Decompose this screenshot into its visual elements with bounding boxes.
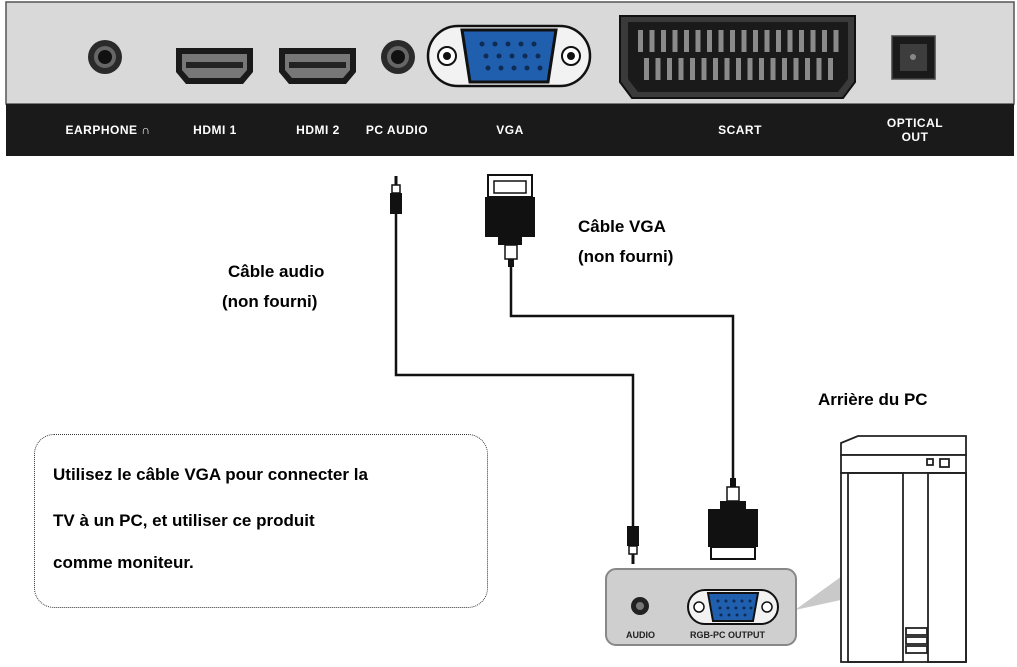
vga-cable <box>509 266 735 478</box>
audio-cable-caption-line2: (non fourni) <box>222 292 318 311</box>
optical-out-port-icon <box>891 35 936 80</box>
optical-out-label: OPTICAL OUT <box>870 116 960 144</box>
note-line-3: comme moniteur. <box>53 553 194 572</box>
note-line-1: Utilisez le câble VGA pour connecter la <box>53 465 368 484</box>
instruction-note: Utilisez le câble VGA pour connecter la … <box>34 434 488 608</box>
hdmi1-label: HDMI 1 <box>193 123 237 137</box>
earphone-label: EARPHONE ∩ <box>65 123 151 137</box>
note-line-2: TV à un PC, et utiliser ce produit <box>53 511 315 530</box>
optical-out-line2: OUT <box>901 130 929 144</box>
hdmi2-label: HDMI 2 <box>296 123 340 137</box>
scart-port-icon <box>619 15 856 99</box>
vga-plug-top-icon <box>485 174 535 267</box>
pc-back-panel <box>605 568 850 646</box>
vga-label: VGA <box>496 123 524 137</box>
vga-port-icon <box>426 24 592 88</box>
optical-out-line1: OPTICAL <box>886 116 944 130</box>
tv-label-bar <box>6 104 1014 156</box>
hdmi2-port-icon <box>279 48 356 84</box>
pc-tower-icon <box>840 435 967 663</box>
rgb-pc-output-port-icon <box>687 589 779 625</box>
pc-rgb-port-label: RGB-PC OUTPUT <box>690 630 765 640</box>
hdmi1-port-icon <box>176 48 253 84</box>
earphone-jack-icon <box>88 40 122 74</box>
audio-cable-caption: Câble audio (non fourni) <box>222 257 324 317</box>
audio-plug-bottom-icon <box>627 526 639 564</box>
audio-cable <box>394 214 635 526</box>
vga-plug-bottom-icon <box>708 478 758 560</box>
pc-back-title: Arrière du PC <box>818 390 928 409</box>
scart-label: SCART <box>718 123 762 137</box>
pc-audio-label: PC AUDIO <box>365 123 429 137</box>
pc-audio-jack-icon <box>381 40 415 74</box>
vga-cable-caption-line2: (non fourni) <box>578 247 674 266</box>
audio-cable-caption-line1: Câble audio <box>228 262 325 281</box>
vga-cable-caption-line1: Câble VGA <box>578 217 666 236</box>
pc-audio-port-label: AUDIO <box>626 630 655 640</box>
vga-cable-caption: Câble VGA (non fourni) <box>578 212 673 272</box>
audio-plug-top-icon <box>390 176 402 214</box>
